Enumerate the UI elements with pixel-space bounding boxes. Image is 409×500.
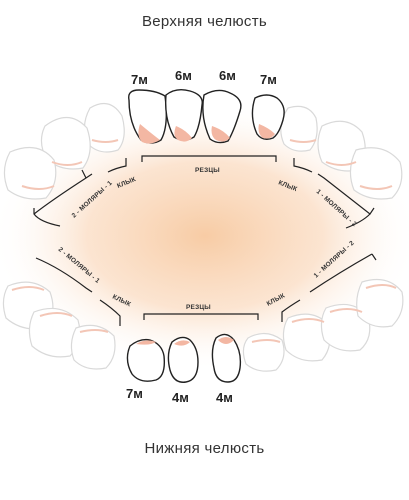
mouth-glow [0, 101, 409, 371]
upper-age-1: 7м [131, 72, 148, 87]
lower-incisor-bracket [143, 313, 259, 320]
upper-left-canine-faded [40, 116, 91, 170]
upper-age-4: 7м [260, 72, 277, 87]
upper-left-canine-bracket [107, 158, 127, 173]
upper-right-incisor-faded [280, 105, 318, 152]
upper-right-canine-bracket [293, 158, 313, 173]
upper-incisors-label: РЕЗЦЫ [195, 167, 220, 174]
lower-faded-teeth [2, 279, 404, 372]
lower-incisors-label: РЕЗЦЫ [186, 304, 211, 311]
lower-left-incisor-faded [70, 324, 116, 370]
lower-right-molar2-faded [356, 279, 404, 328]
upper-incisor-bracket [141, 155, 277, 162]
upper-age-2: 6м [175, 68, 192, 83]
lower-right-canine-faded [282, 313, 331, 362]
upper-jaw-title: Верхняя челюсть [141, 13, 268, 30]
upper-left-molar-bracket [33, 169, 93, 227]
lower-age-1: 7м [126, 386, 143, 401]
lower-tooth-3 [211, 333, 242, 383]
lower-age-3: 4м [216, 390, 233, 405]
lower-left-molar-bracket [35, 257, 93, 293]
upper-age-3: 6м [219, 68, 236, 83]
upper-tooth-2 [164, 88, 203, 141]
upper-left-molar1-faded [3, 146, 57, 200]
lower-right-incisor-faded [242, 332, 285, 372]
lower-front-teeth [126, 333, 242, 383]
lower-left-canine-faded [28, 307, 81, 358]
lower-faded-gums [11, 284, 397, 343]
lower-tooth-2 [167, 336, 199, 383]
lower-tooth-1 [126, 338, 166, 382]
lower-right-canine-bracket [281, 299, 301, 322]
upper-front-gums [138, 124, 275, 144]
lower-front-gums [136, 337, 234, 346]
upper-faded-gums [21, 139, 393, 190]
lower-right-molar-bracket [309, 253, 377, 293]
lower-age-2: 4м [172, 390, 189, 405]
upper-right-molar1-faded [349, 147, 403, 200]
upper-right-molar-bracket [317, 173, 375, 229]
bracket-lines [33, 155, 377, 326]
lower-jaw-title: Нижняя челюсть [144, 440, 265, 457]
lower-left-canine-bracket [99, 299, 121, 326]
